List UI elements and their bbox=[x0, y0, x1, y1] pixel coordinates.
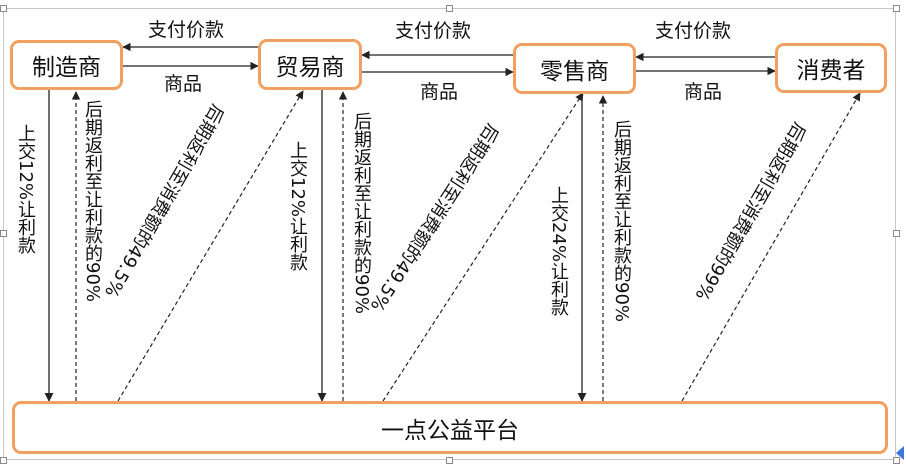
t-submit-label: 上交12%让利款 bbox=[287, 141, 308, 272]
resize-handle-mr[interactable] bbox=[893, 230, 900, 237]
anchor-marker-icon[interactable] bbox=[896, 446, 904, 460]
trader-node[interactable]: 贸易商 bbox=[258, 39, 362, 90]
resize-handle-bl[interactable] bbox=[0, 457, 7, 464]
pay-label-1: 支付价款 bbox=[148, 19, 225, 41]
pay-label-2: 支付价款 bbox=[395, 20, 472, 42]
resize-handle-bm[interactable] bbox=[446, 457, 453, 464]
m-rebate-label: 后期返利至让利款的90% bbox=[82, 100, 103, 303]
t-consumer-rebate-arrow bbox=[382, 92, 584, 402]
resize-handle-tr[interactable] bbox=[893, 5, 900, 12]
goods-label-1: 商品 bbox=[164, 73, 203, 95]
r-submit-label: 上交24%让利款 bbox=[548, 186, 569, 317]
r-rebate-label: 后期返利至让利款的90% bbox=[611, 120, 632, 323]
resize-handle-ml[interactable] bbox=[0, 230, 7, 237]
resize-handle-br[interactable] bbox=[893, 457, 900, 464]
t-rebate-label: 后期返利至让利款的90% bbox=[351, 112, 372, 315]
resize-handle-tm[interactable] bbox=[446, 5, 453, 12]
goods-label-3: 商品 bbox=[684, 81, 723, 103]
consumer-node[interactable]: 消费者 bbox=[775, 43, 887, 93]
platform-node[interactable]: 一点公益平台 bbox=[12, 401, 888, 454]
m-submit-label: 上交12%让利款 bbox=[15, 124, 36, 255]
pay-label-3: 支付价款 bbox=[655, 20, 732, 42]
c-rebate-arrow bbox=[681, 92, 861, 402]
manufacturer-node[interactable]: 制造商 bbox=[10, 40, 123, 90]
goods-label-2: 商品 bbox=[420, 81, 459, 103]
retailer-node[interactable]: 零售商 bbox=[513, 43, 636, 94]
resize-handle-tl[interactable] bbox=[0, 5, 7, 12]
